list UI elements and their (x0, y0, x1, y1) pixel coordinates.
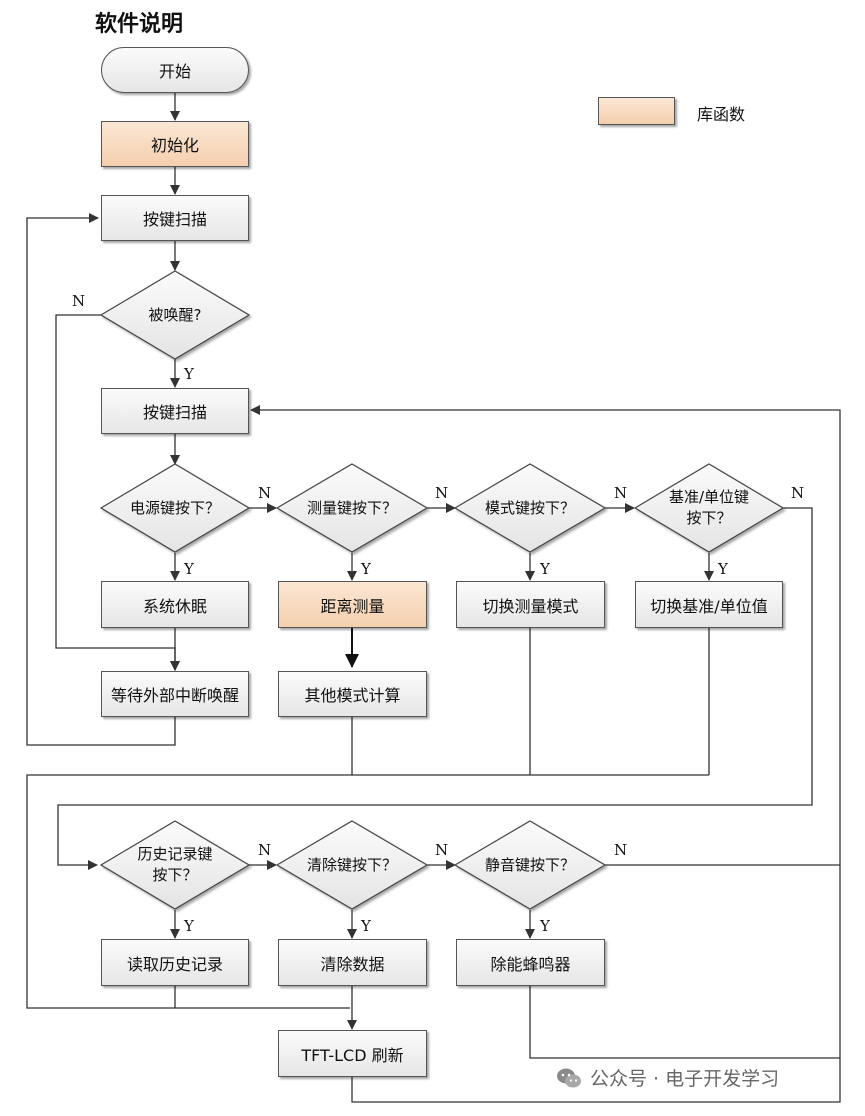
decision-mute-shape (453, 820, 607, 910)
watermark-text: 公众号 · 电子开发学习 (590, 1068, 780, 1090)
switch-ref-process: 切换基准/单位值 (635, 581, 783, 628)
ref-no-label: N (791, 484, 805, 502)
mode-no-label: N (614, 484, 628, 502)
init-process: 初始化 (101, 121, 249, 167)
mute-yes-label: Y (540, 917, 550, 935)
switch-mode-process: 切换测量模式 (456, 581, 605, 628)
distance-measure-process: 距离测量 (278, 581, 427, 628)
mode-yes-label: Y (540, 560, 550, 578)
measure-yes-label: Y (361, 560, 371, 578)
ref-yes-label: Y (718, 560, 728, 578)
wechat-icon (557, 1068, 581, 1087)
wake-yes-label: Y (184, 365, 194, 383)
clear-no-label: N (435, 841, 449, 859)
decision-clear-shape (275, 820, 429, 910)
decision-history-shape (99, 820, 251, 910)
legend-label: 库函数 (697, 105, 746, 124)
decision-mode-shape (453, 463, 607, 553)
decision-clear-label: 清除键按下？ (306, 855, 397, 874)
power-yes-label: Y (184, 560, 194, 578)
page-title: 软件说明 (95, 12, 184, 37)
decision-mode-label: 模式键按下？ (484, 498, 575, 517)
wake-no-label: N (72, 292, 86, 310)
start-terminal: 开始 (101, 47, 249, 93)
key-scan-1-process: 按键扫描 (101, 195, 249, 241)
history-no-label: N (258, 841, 272, 859)
clear-yes-label: Y (361, 917, 371, 935)
decision-wake-label: 被唤醒? (148, 305, 202, 324)
history-yes-label: Y (184, 917, 194, 935)
lcd-refresh-process: TFT-LCD 刷新 (278, 1030, 427, 1077)
read-history-process: 读取历史记录 (101, 939, 249, 986)
key-scan-2-process: 按键扫描 (101, 388, 249, 434)
decision-ref-label: 基准/单位键 按下？ (668, 488, 750, 527)
decision-history-label: 历史记录键 按下？ (137, 845, 213, 884)
decision-power-label: 电源键按下？ (129, 498, 220, 517)
mute-buzzer-process: 除能蜂鸣器 (456, 939, 605, 986)
other-calc-process: 其他模式计算 (278, 671, 427, 717)
decision-measure-label: 测量键按下？ (306, 498, 397, 517)
watermark: 公众号 · 电子开发学习 (556, 1064, 779, 1091)
measure-no-label: N (435, 484, 449, 502)
decision-mute-label: 静音键按下？ (484, 855, 575, 874)
decision-wake-shape (99, 270, 251, 360)
mute-no-label: N (614, 841, 628, 859)
power-no-label: N (258, 484, 272, 502)
decision-measure-shape (275, 463, 429, 553)
decision-ref-shape (633, 463, 785, 553)
wait-interrupt-process: 等待外部中断唤醒 (101, 671, 249, 717)
clear-data-process: 清除数据 (278, 939, 427, 986)
legend-swatch (598, 97, 675, 125)
decision-power-shape (99, 463, 251, 553)
sleep-process: 系统休眠 (101, 581, 249, 628)
